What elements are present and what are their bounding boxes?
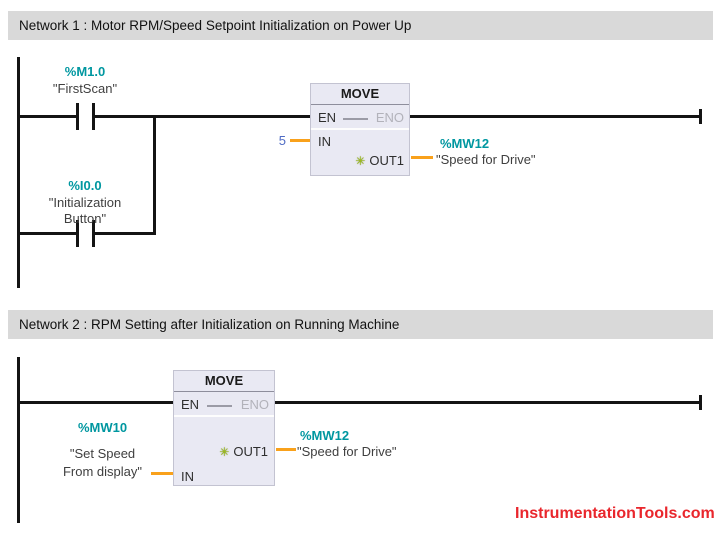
network-1-header[interactable]: Network 1 : Motor RPM/Speed Setpoint Ini… — [8, 11, 713, 40]
modified-output-asterisk-icon: ✳ — [355, 154, 366, 168]
rung1-wire-right — [95, 115, 310, 118]
operand-name-speed-for-drive[interactable]: "Speed for Drive" — [297, 444, 397, 459]
move-block-title: MOVE — [311, 84, 409, 105]
rung1-end-tick — [699, 109, 702, 124]
contact-bar — [76, 220, 79, 247]
pin-dash — [207, 405, 232, 407]
pin-dash — [343, 118, 368, 120]
rung2-wire-left — [17, 401, 173, 404]
power-rail-network-1 — [17, 57, 20, 288]
rung1-wire-left — [17, 115, 76, 118]
operand-address-mw10[interactable]: %MW10 — [77, 420, 128, 435]
operand-name-speed-for-drive[interactable]: "Speed for Drive" — [436, 152, 536, 167]
watermark-text: InstrumentationTools.com — [515, 505, 715, 522]
network-1-title: Network 1 : Motor RPM/Speed Setpoint Ini… — [19, 18, 412, 33]
operand-name-initialization-1[interactable]: "Initialization — [48, 195, 122, 210]
power-rail-network-2 — [17, 357, 20, 523]
network-2-header[interactable]: Network 2 : RPM Setting after Initializa… — [8, 310, 713, 339]
branch-junction-wire — [153, 115, 156, 235]
out1-wire — [276, 448, 296, 451]
rung1-eno-wire — [410, 115, 702, 118]
block-separator — [174, 415, 274, 417]
operand-address-mw12[interactable]: %MW12 — [440, 136, 490, 151]
block-separator — [311, 128, 409, 130]
operand-name-firstscan[interactable]: "FirstScan" — [52, 81, 118, 96]
pin-out1-row: ✳OUT1 — [355, 153, 404, 168]
move-block-network-1[interactable]: MOVE EN ENO IN ✳OUT1 — [310, 83, 410, 176]
in-wire — [151, 472, 173, 475]
branch-wire-right — [95, 232, 156, 235]
pin-eno: ENO — [375, 110, 404, 125]
operand-name-initialization-2[interactable]: Button" — [63, 211, 107, 226]
network-2-title: Network 2 : RPM Setting after Initializa… — [19, 317, 400, 332]
contact-bar — [92, 103, 95, 130]
contact-bar — [92, 220, 95, 247]
move-block-title: MOVE — [174, 371, 274, 392]
operand-name-set-speed-1[interactable]: "Set Speed — [69, 446, 136, 461]
pin-out1: OUT1 — [233, 444, 268, 459]
contact-bar — [76, 103, 79, 130]
operand-address-m1-0[interactable]: %M1.0 — [64, 64, 106, 79]
rung2-eno-wire — [275, 401, 702, 404]
pin-out1: OUT1 — [369, 153, 404, 168]
pin-en: EN — [318, 110, 337, 125]
in-constant-value[interactable]: 5 — [278, 133, 286, 148]
pin-out1-row: ✳OUT1 — [219, 444, 268, 459]
rung2-end-tick — [699, 395, 702, 410]
operand-address-mw12[interactable]: %MW12 — [300, 428, 350, 443]
operand-name-set-speed-2[interactable]: From display" — [62, 464, 143, 479]
branch-wire-left — [17, 232, 76, 235]
out1-wire — [411, 156, 433, 159]
in-wire — [290, 139, 310, 142]
pin-in: IN — [181, 469, 194, 484]
pin-en: EN — [181, 397, 200, 412]
modified-output-asterisk-icon: ✳ — [219, 445, 230, 459]
pin-in: IN — [318, 134, 331, 149]
pin-eno: ENO — [240, 397, 269, 412]
operand-address-i0-0[interactable]: %I0.0 — [68, 178, 102, 193]
move-block-network-2[interactable]: MOVE EN ENO ✳OUT1 IN — [173, 370, 275, 486]
